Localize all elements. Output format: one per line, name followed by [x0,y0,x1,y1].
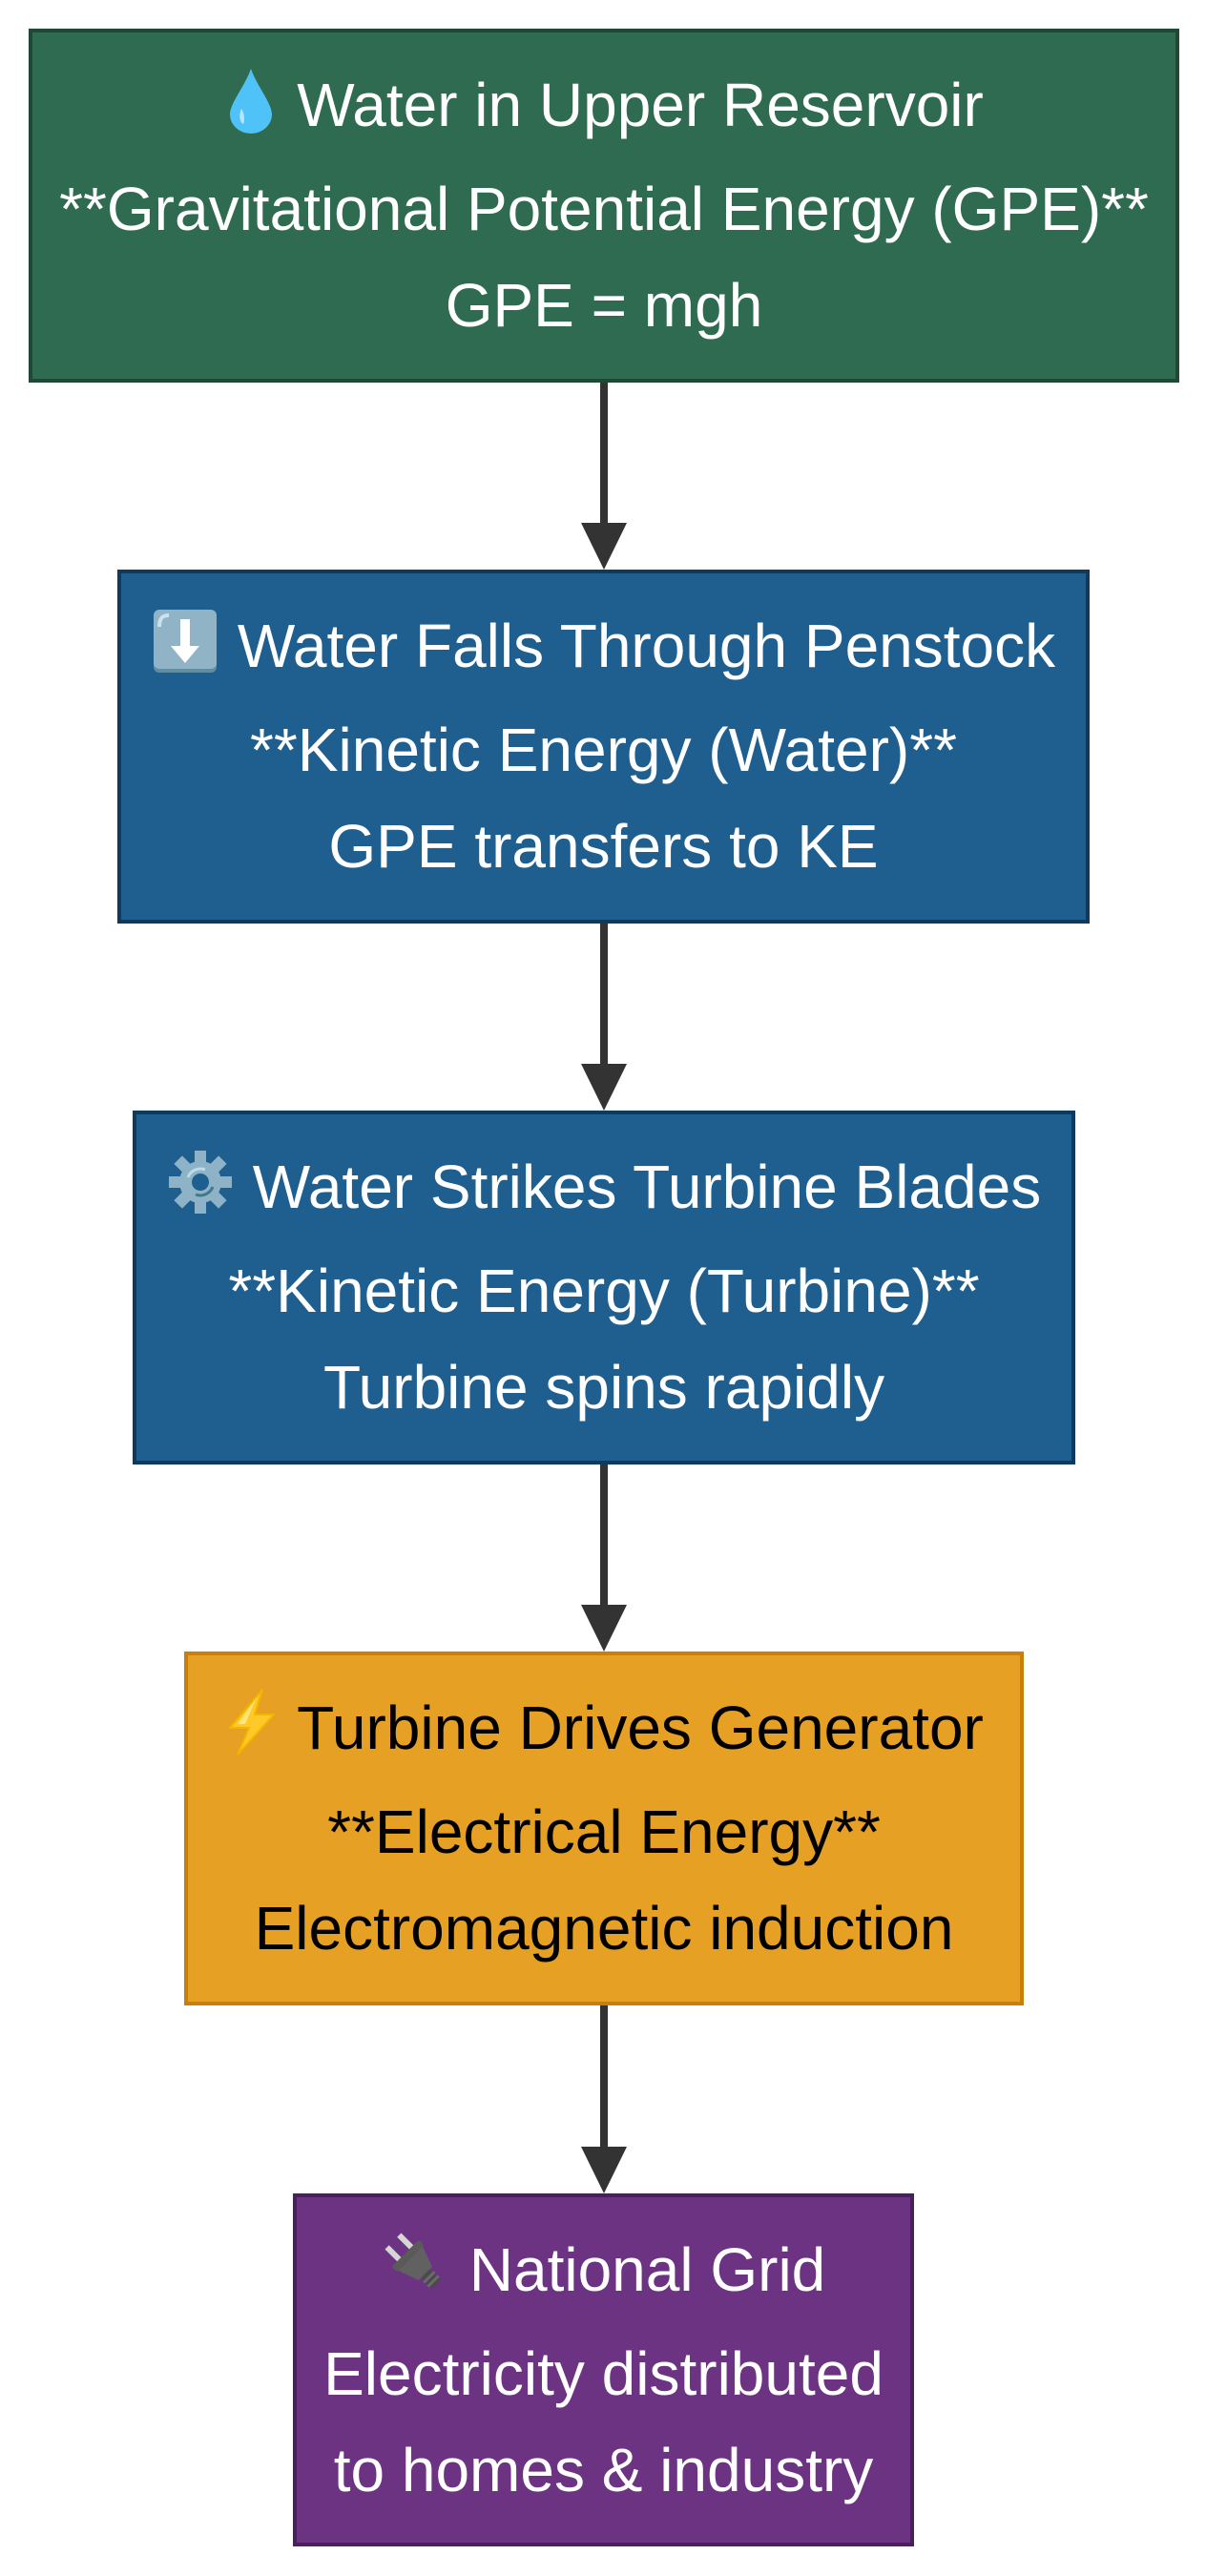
lightning-icon [224,1688,278,1784]
node-energy-type: **Kinetic Energy (Water)** [250,716,957,784]
node-detail: GPE transfers to KE [328,812,879,881]
node-title-line: Water in Upper Reservoir [224,57,984,161]
node-title: Water Falls Through Penstock [237,612,1056,680]
node-title: Water in Upper Reservoir [297,71,984,139]
edge-reservoir-to-penstock [581,383,627,570]
down-arrow-icon [152,606,218,702]
node-detail: to homes & industry [333,2435,874,2504]
node-detail: GPE = mgh [445,271,763,340]
edge-generator-to-grid [581,2005,627,2193]
node-detail: Electromagnetic induction [254,1894,954,1963]
node-national-grid: National Grid Electricity distributed to… [293,2193,914,2546]
node-generator: Turbine Drives Generator **Electrical En… [184,1652,1024,2005]
edge-penstock-to-turbine [581,924,627,1111]
node-title: Water Strikes Turbine Blades [252,1153,1042,1221]
node-upper-reservoir: Water in Upper Reservoir **Gravitational… [29,29,1179,383]
node-detail: Turbine spins rapidly [322,1353,885,1422]
water-droplet-icon [224,65,278,161]
node-energy-type: **Gravitational Potential Energy (GPE)** [59,175,1149,243]
node-title-line: Water Strikes Turbine Blades [167,1139,1041,1243]
gear-icon [167,1147,234,1243]
node-title: Turbine Drives Generator [297,1693,984,1762]
node-energy-type: Electricity distributed [323,2338,884,2408]
node-title-line: Turbine Drives Generator [224,1680,984,1784]
node-title-line: Water Falls Through Penstock [152,598,1055,702]
node-title-line: National Grid [382,2222,826,2326]
electric-plug-icon [382,2230,450,2326]
node-energy-type: **Kinetic Energy (Turbine)** [228,1257,980,1325]
node-penstock: Water Falls Through Penstock **Kinetic E… [117,570,1090,924]
edge-turbine-to-generator [581,1465,627,1652]
node-title: National Grid [468,2234,826,2304]
node-energy-type: **Electrical Energy** [327,1797,881,1866]
node-turbine-blades: Water Strikes Turbine Blades **Kinetic E… [133,1111,1075,1465]
